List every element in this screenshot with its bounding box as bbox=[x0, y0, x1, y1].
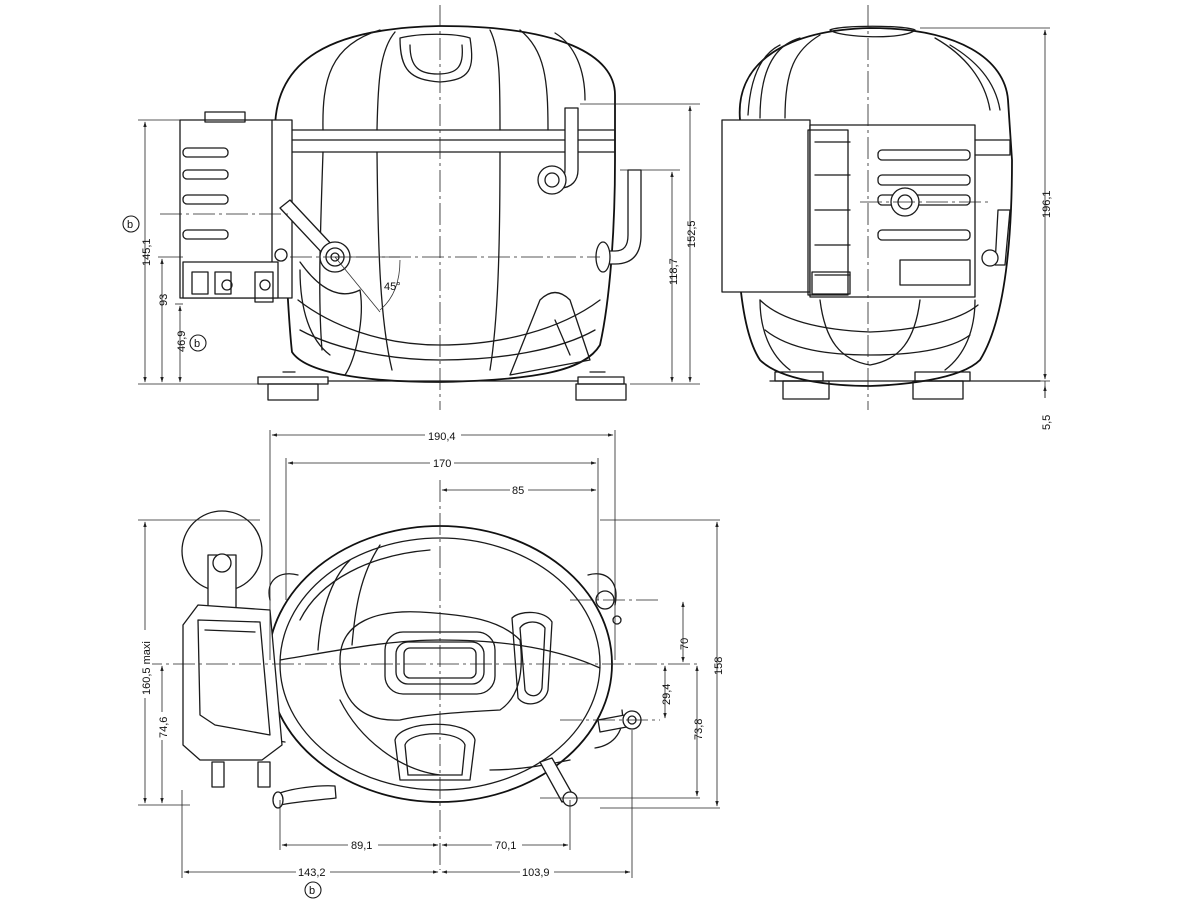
angle-label: 45° bbox=[384, 281, 401, 293]
callout-b-1: b bbox=[127, 219, 133, 231]
dim-70: 70 bbox=[679, 638, 691, 650]
side-box-ribs bbox=[814, 141, 971, 276]
dim-85: 85 bbox=[512, 485, 524, 497]
dim-5-5: 5,5 bbox=[1041, 415, 1053, 430]
front-dimensions: 145,1 93 46,9 118,7 152,5 b b bbox=[122, 103, 700, 385]
terminal-box-slots bbox=[182, 147, 229, 240]
dim-46-9: 46,9 bbox=[176, 331, 188, 352]
top-dimensions: 190,4 170 85 158 70 29,4 73,8 160,5 bbox=[138, 428, 725, 899]
callout-b-2: b bbox=[194, 338, 200, 350]
dim-170: 170 bbox=[433, 458, 451, 470]
side-view: 196,1 5,5 bbox=[721, 5, 1053, 430]
top-view: 190,4 170 85 158 70 29,4 73,8 160,5 bbox=[138, 428, 725, 899]
dim-29-4: 29,4 bbox=[661, 684, 673, 705]
dim-93: 93 bbox=[158, 294, 170, 306]
dim-118-7: 118,7 bbox=[668, 258, 680, 285]
dim-89-1: 89,1 bbox=[351, 840, 372, 852]
dim-73-8: 73,8 bbox=[693, 719, 705, 740]
callout-b-3: b bbox=[309, 885, 315, 897]
dim-145-1: 145,1 bbox=[141, 238, 153, 266]
dim-158: 158 bbox=[713, 657, 725, 675]
front-view: 45° 145,1 93 46,9 118,7 152,5 b bbox=[122, 5, 700, 410]
dim-190-4: 190,4 bbox=[428, 431, 456, 443]
dim-70-1: 70,1 bbox=[495, 840, 516, 852]
dim-160-5: 160,5 maxi bbox=[141, 641, 153, 695]
dim-143-2: 143,2 bbox=[298, 867, 326, 879]
dim-74-6: 74,6 bbox=[158, 717, 170, 738]
dim-103-9: 103,9 bbox=[522, 867, 550, 879]
dim-152-5: 152,5 bbox=[686, 220, 698, 248]
dim-196-1: 196,1 bbox=[1041, 190, 1053, 218]
